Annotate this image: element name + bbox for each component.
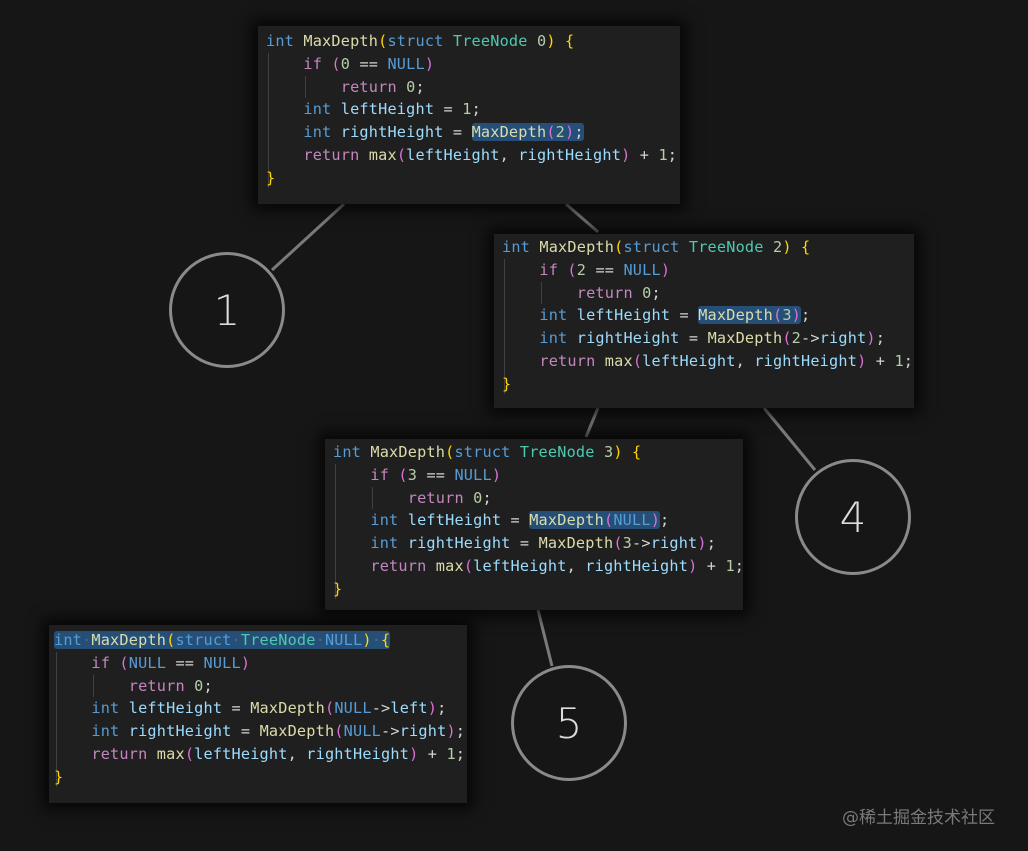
step-circle-4: 4: [795, 459, 911, 575]
indent-guide: [56, 652, 57, 787]
return-zero-line: return 0;: [576, 283, 661, 302]
return-max-line: return max(leftHeight, rightHeight) + 1;: [539, 351, 914, 370]
indent-guide: [268, 53, 269, 188]
indent-guide: [541, 282, 542, 304]
return-max-line: return max(leftHeight, rightHeight) + 1;: [303, 145, 678, 164]
right-height-line: int rightHeight = MaxDepth(2);: [303, 123, 584, 142]
closing-brace: }: [333, 579, 343, 598]
connector-frame2-frame3: [584, 407, 600, 438]
if-line: if (3 == NULL): [370, 465, 502, 484]
right-height-line: int rightHeight = MaxDepth(NULL->right);: [91, 722, 466, 741]
return-max-line: return max(leftHeight, rightHeight) + 1;: [370, 556, 745, 575]
signature-line: int MaxDepth(struct TreeNode 0) {: [266, 32, 575, 50]
closing-brace: }: [54, 767, 64, 786]
indent-guide: [93, 675, 94, 697]
indent-guide: [305, 76, 306, 98]
if-line: if (NULL == NULL): [91, 653, 251, 672]
code-frame-2: int MaxDepth(struct TreeNode 2) { if (2 …: [494, 234, 914, 408]
code-frame-4: int·MaxDepth(struct·TreeNode·NULL)·{ if …: [49, 625, 467, 803]
right-height-line: int rightHeight = MaxDepth(3->right);: [370, 534, 717, 553]
signature-line: int MaxDepth(struct TreeNode 2) {: [502, 238, 811, 256]
left-height-line: int leftHeight = MaxDepth(NULL);: [370, 511, 670, 530]
return-zero-line: return 0;: [407, 488, 492, 507]
left-height-line: int leftHeight = MaxDepth(3);: [539, 306, 811, 325]
highlighted-call: MaxDepth(NULL): [529, 511, 661, 530]
indent-guide: [372, 487, 373, 509]
code-frame-3: int MaxDepth(struct TreeNode 3) { if (3 …: [325, 439, 745, 610]
highlighted-signature: int·MaxDepth(struct·TreeNode·NULL)·{: [54, 631, 391, 649]
step-number: 5: [555, 698, 583, 748]
return-zero-line: return 0;: [340, 77, 425, 96]
step-circle-1: 1: [169, 252, 285, 368]
connector-frame3-step5: [536, 609, 554, 667]
signature-line: int MaxDepth(struct TreeNode 3) {: [333, 443, 642, 461]
left-height-line: int leftHeight = MaxDepth(NULL->left);: [91, 699, 447, 718]
return-max-line: return max(leftHeight, rightHeight) + 1;: [91, 744, 466, 763]
right-height-line: int rightHeight = MaxDepth(2->right);: [539, 329, 886, 348]
code-frame-1: int MaxDepth(struct TreeNode 0) { if (0 …: [258, 26, 680, 204]
closing-brace: }: [502, 374, 512, 393]
left-height-line: int leftHeight = 1;: [303, 100, 481, 119]
signature-line: int·MaxDepth(struct·TreeNode·NULL)·{: [54, 629, 459, 652]
connector-frame2-step4: [762, 407, 817, 471]
step-circle-5: 5: [511, 665, 627, 781]
if-line: if (2 == NULL): [539, 260, 671, 279]
step-number: 1: [213, 285, 241, 335]
indent-guide: [504, 259, 505, 394]
indent-guide: [335, 464, 336, 599]
connector-frame1-step1: [270, 202, 346, 272]
highlighted-call: MaxDepth(3): [698, 306, 801, 325]
step-number: 4: [839, 492, 867, 542]
highlighted-call: MaxDepth(2);: [471, 123, 584, 142]
connector-frame1-frame2: [565, 202, 599, 234]
watermark: @稀土掘金技术社区: [842, 808, 995, 828]
return-zero-line: return 0;: [128, 676, 213, 695]
closing-brace: }: [266, 168, 276, 187]
if-line: if (0 == NULL): [303, 54, 435, 73]
